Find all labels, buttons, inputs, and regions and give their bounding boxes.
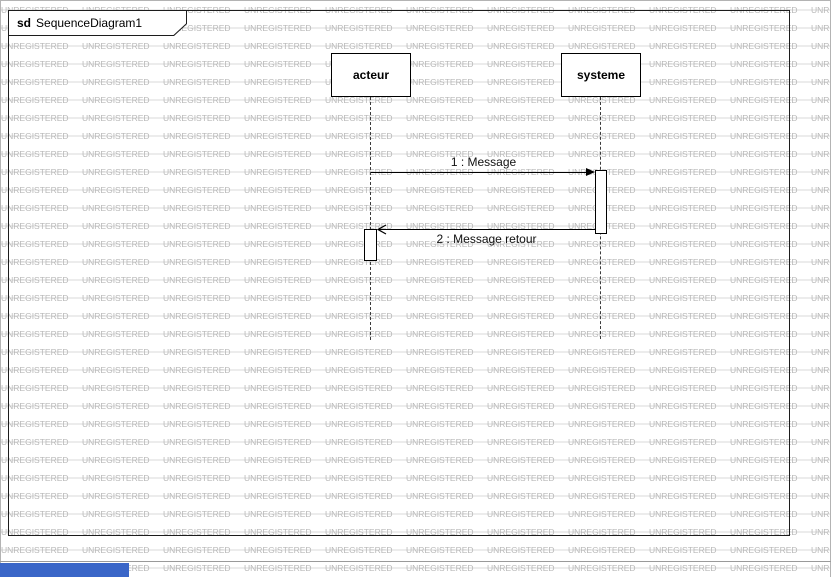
message-2-label[interactable]: 2 : Message retour [436, 232, 537, 246]
lifeline-acteur-name: acteur [352, 68, 390, 82]
message-1-line[interactable] [371, 172, 587, 173]
lifeline-acteur-line[interactable] [370, 97, 371, 340]
frame-keyword: sd [17, 16, 32, 30]
message-2-arrowhead-icon [377, 224, 387, 235]
message-2-line[interactable] [378, 229, 595, 230]
window-edge-left [0, 0, 1, 577]
activation-bar-acteur[interactable] [364, 229, 377, 261]
frame-title: SequenceDiagram1 [36, 16, 143, 30]
frame-label-tab-inner: sd SequenceDiagram1 [9, 11, 186, 35]
sequence-diagram-frame[interactable]: sd SequenceDiagram1 [8, 10, 790, 536]
message-1-label[interactable]: 1 : Message [450, 155, 517, 169]
lifeline-systeme-name: systeme [576, 68, 626, 82]
lifeline-acteur-head[interactable]: acteur [331, 53, 411, 97]
message-1-arrowhead-icon [586, 168, 595, 176]
bottom-left-blue-bar [0, 563, 129, 577]
frame-label-tab[interactable]: sd SequenceDiagram1 [8, 10, 187, 36]
canvas-bottom-divider [0, 561, 831, 562]
lifeline-systeme-head[interactable]: systeme [561, 53, 641, 97]
activation-bar-systeme[interactable] [595, 170, 607, 234]
window-edge-top [0, 0, 831, 1]
